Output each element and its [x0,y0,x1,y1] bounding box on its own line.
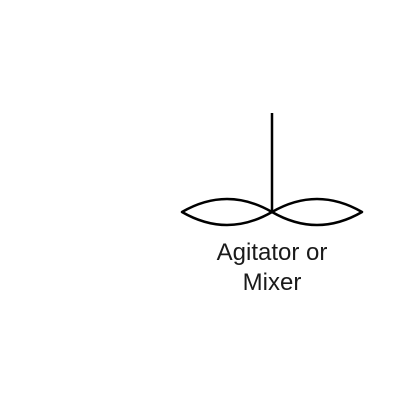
symbol-label-line-1: Agitator or [216,239,328,266]
symbol-label-line-2: Mixer [242,269,302,296]
agitator-right-blade [270,197,364,227]
symbol-label: Agitator or Mixer [172,238,372,298]
agitator-left-blade [180,197,274,227]
